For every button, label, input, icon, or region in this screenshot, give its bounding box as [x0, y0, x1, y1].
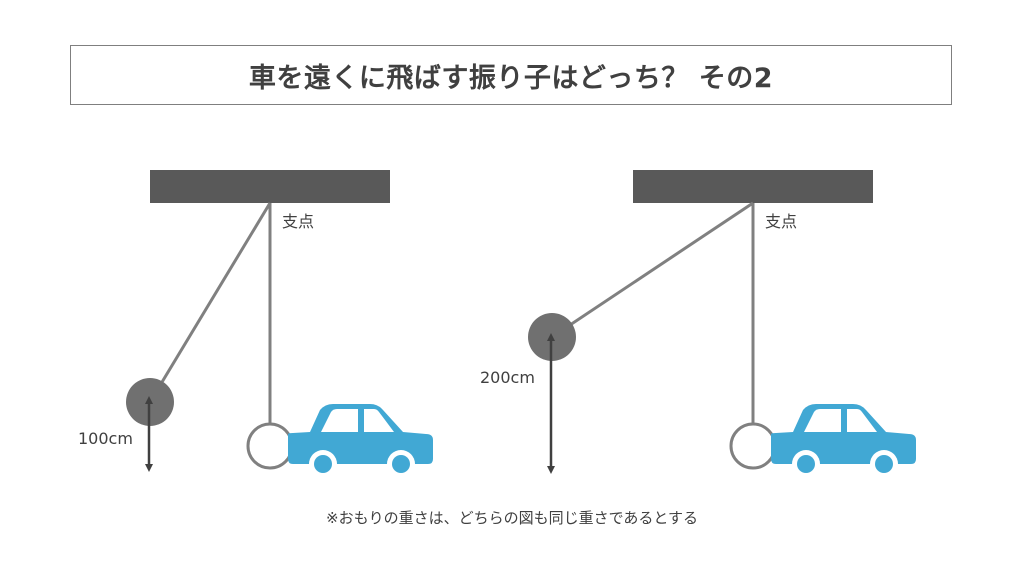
left-raised-string — [148, 202, 272, 403]
left-height-label: 100cm — [78, 429, 133, 448]
right-car-icon — [771, 404, 916, 478]
left-car-icon — [288, 404, 433, 478]
left-support-bar — [150, 170, 390, 203]
title-box: 車を遠くに飛ばす振り子はどっち？ その2 — [70, 45, 952, 105]
right-pivot-label: 支点 — [765, 212, 798, 231]
left-pivot-label: 支点 — [282, 212, 315, 231]
left-pendulum-setup — [126, 170, 433, 478]
right-support-bar — [633, 170, 873, 203]
right-pendulum-setup — [528, 170, 916, 478]
page-title: 車を遠くに飛ばす振り子はどっち？ その2 — [248, 62, 774, 94]
weight-note: ※おもりの重さは、どちらの図も同じ重さであるとする — [326, 509, 698, 527]
right-raised-string — [551, 201, 754, 339]
right-rest-weight — [729, 422, 777, 470]
right-height-label: 200cm — [480, 368, 535, 387]
left-rest-weight — [246, 422, 294, 470]
